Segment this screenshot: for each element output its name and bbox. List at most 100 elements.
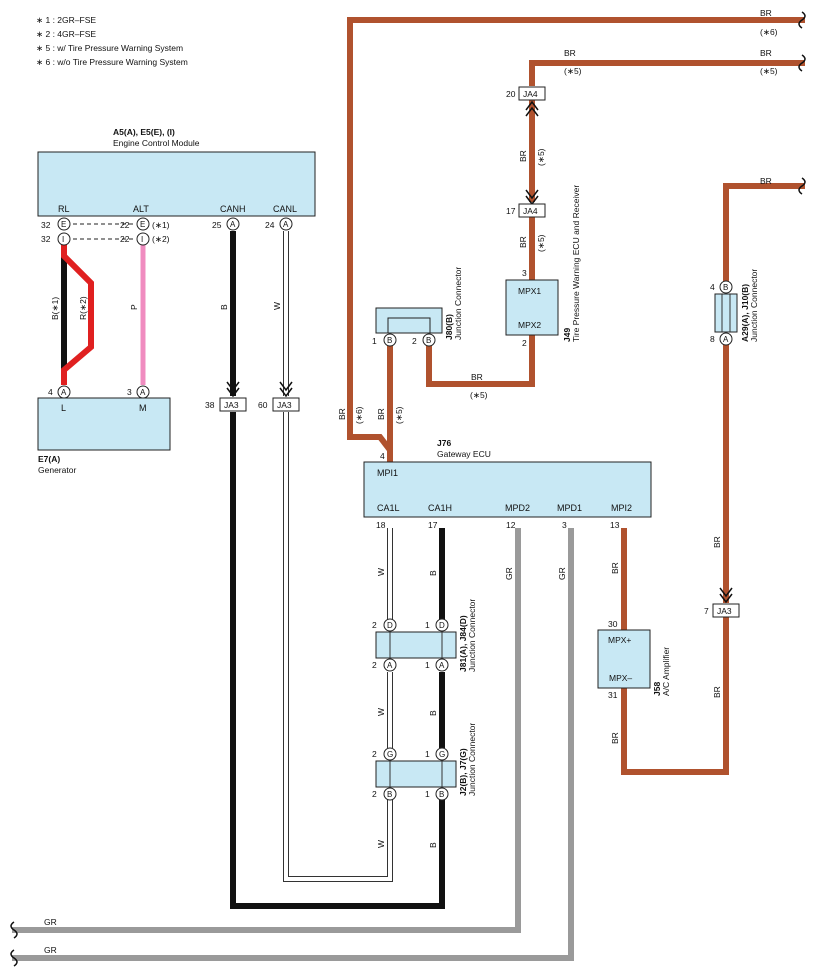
j76-ca1l: CA1L <box>377 503 400 513</box>
j80-pin2-letter: B <box>426 336 431 345</box>
ja3-canl-label: JA3 <box>277 400 292 410</box>
label-p: P <box>129 304 139 310</box>
generator-box <box>37 397 171 451</box>
ja3-canh-label: JA3 <box>224 400 239 410</box>
gen-label-l: L <box>61 403 66 413</box>
ja3-canh-tag <box>219 397 247 412</box>
label-br-star5-r: BR <box>760 48 772 58</box>
wire-r-rl <box>61 243 94 385</box>
ecm-canl-pin <box>279 217 293 231</box>
label-star5-j49: (∗5) <box>470 390 488 400</box>
label-star6-top: (∗6) <box>760 27 778 37</box>
j80-pin2-no: 2 <box>412 336 417 346</box>
wire-w-canl-outline <box>283 231 393 882</box>
a29-pin4: 4 <box>710 282 715 292</box>
ecm-pin-canh: CANH <box>220 204 246 214</box>
tire-pressure-ecu: 3 MPX1 MPX2 2 J49 Tire Pressure Warning … <box>505 185 581 348</box>
wire-w-canl <box>284 231 392 881</box>
j49-mpx1: MPX1 <box>518 286 541 296</box>
j80-box <box>375 307 443 334</box>
ecm-alt-i-letter: I <box>141 235 143 244</box>
ac-amplifier: 30 MPX+ MPX– 31 J58 A/C Amplifier <box>597 619 671 700</box>
j58-pin31: 31 <box>608 690 618 700</box>
ja4-bot-no: 17 <box>506 206 516 216</box>
j2-bot-no-r: 1 <box>425 789 430 799</box>
j58-name: A/C Amplifier <box>661 647 671 696</box>
j49-pin2: 2 <box>522 338 527 348</box>
j2-box <box>375 760 457 788</box>
ecm-alt-i-note: (∗2) <box>152 234 170 244</box>
ecm-name: Engine Control Module <box>113 138 200 148</box>
junction-connector-a29: 4 B 8 A A29(A), J10(B) Junction Connecto… <box>710 269 759 346</box>
j80-name: Junction Connector <box>453 267 463 340</box>
ecm-pin-rl: RL <box>58 204 70 214</box>
j80-code: J80(B) <box>444 314 454 340</box>
engine-control-module: A5(A), E5(E), (I) Engine Control Module … <box>37 127 316 246</box>
ja4-top-label: JA4 <box>523 89 538 99</box>
j76-mpi1: MPI1 <box>377 468 398 478</box>
ecm-rl-i-pin <box>57 232 71 246</box>
a29-box <box>714 293 738 333</box>
note-6: ∗ 6 : w/o Tire Pressure Warning System <box>36 57 188 67</box>
ecm-rl-e-no: 32 <box>41 220 51 230</box>
j49-mpx2: MPX2 <box>518 320 541 330</box>
gateway-ecu: J76 Gateway ECU 4 MPI1 CA1L CA1H MPD2 MP… <box>363 438 652 530</box>
a29-pin-b <box>719 280 733 294</box>
j76-name: Gateway ECU <box>437 449 491 459</box>
ja3-canh-no: 38 <box>205 400 215 410</box>
ecm-box <box>37 151 316 217</box>
note-2: ∗ 2 : 4GR–FSE <box>36 29 96 39</box>
j76-mpd1: MPD1 <box>557 503 582 513</box>
ecm-alt-i-pin <box>136 232 150 246</box>
label-w-ca1l: W <box>376 568 386 576</box>
j2-bot-letter-r: B <box>439 790 444 799</box>
j81-top-no-r: 1 <box>425 620 430 630</box>
j2-top-pin-r <box>435 747 449 761</box>
wire-br-j49-j80 <box>426 335 535 387</box>
ecm-canh-no: 25 <box>212 220 222 230</box>
j76-code: J76 <box>437 438 451 448</box>
j80-inner <box>387 317 431 334</box>
ja4-top-tag <box>518 86 546 101</box>
j2-top-letter-r: G <box>439 750 445 759</box>
gen-label-m: M <box>139 403 147 413</box>
a29-name: Junction Connector <box>749 269 759 342</box>
j2-bot-pin-l <box>383 787 397 801</box>
label-w-canl: W <box>272 302 282 310</box>
ja4-connectors: 20 JA4 17 JA4 <box>506 86 546 218</box>
label-b1: B(∗1) <box>50 297 60 320</box>
ecm-canl-letter: A <box>283 220 289 229</box>
label-b-ca1h: B <box>428 570 438 576</box>
label-b-low: B <box>428 842 438 848</box>
j58-mpxm: MPX– <box>609 673 632 683</box>
j81-bot-no-r: 1 <box>425 660 430 670</box>
gen-pin-m-no: 3 <box>127 387 132 397</box>
j76-ca1l-no: 18 <box>376 520 386 530</box>
ecm-alt-i-no: 22 <box>120 234 130 244</box>
j2-name: Junction Connector <box>467 723 477 796</box>
j80-pin1-letter: B <box>387 336 392 345</box>
j58-mpxp: MPX+ <box>608 635 631 645</box>
j76-ca1h: CA1H <box>428 503 452 513</box>
ecm-rl-i-letter: I <box>62 235 64 244</box>
j76-mpd2: MPD2 <box>505 503 530 513</box>
j81-top-pin-r <box>435 618 449 632</box>
ja4-bot-label: JA4 <box>523 206 538 216</box>
j2-bot-pin-r <box>435 787 449 801</box>
j81-top-pin-l <box>383 618 397 632</box>
ja3-right-tag: 7 JA3 <box>704 587 740 618</box>
ecm-pin-alt: ALT <box>133 204 149 214</box>
label-br-right-low: BR <box>712 686 722 698</box>
wire-br-j58-ja3 <box>621 617 729 775</box>
label-w-low: W <box>376 840 386 848</box>
ja3-canl-no: 60 <box>258 400 268 410</box>
note-1: ∗ 1 : 2GR–FSE <box>36 15 96 25</box>
a29-pin-a <box>719 332 733 346</box>
j76-mpd1-no: 3 <box>562 520 567 530</box>
j81-bot-pin-l <box>383 658 397 672</box>
label-br-ja4: BR <box>518 150 528 162</box>
ja3-canl-tag <box>272 397 300 412</box>
label-gr-mpd1: GR <box>557 567 567 580</box>
a29-letter-b: B <box>723 283 728 292</box>
junction-connector-j2: 2 G 1 G 2 B 1 B J2(B), J7(G) Junction Co… <box>372 723 477 801</box>
